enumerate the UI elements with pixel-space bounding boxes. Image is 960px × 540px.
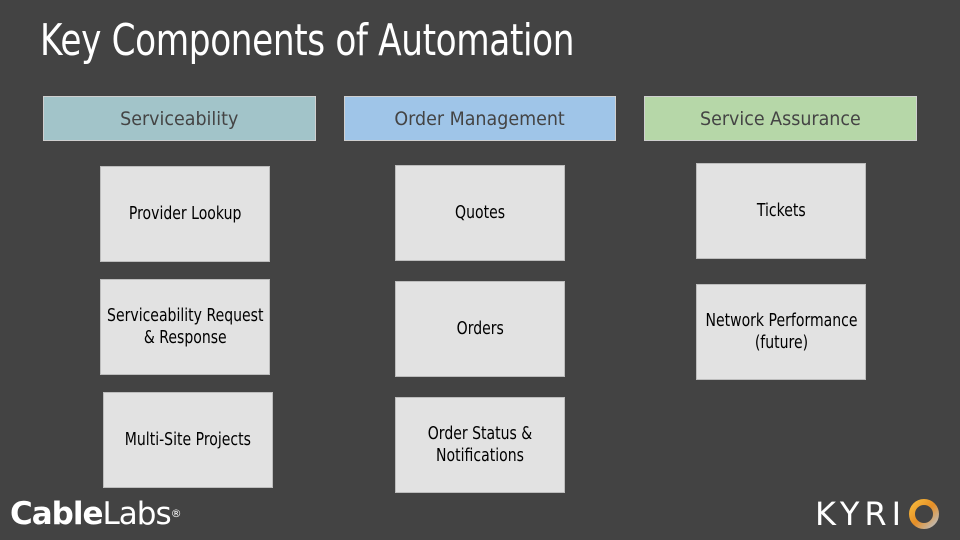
header-serviceability: Serviceability	[43, 96, 316, 141]
box-network-performance: Network Performance (future)	[696, 284, 866, 380]
header-order-management-label: Order Management	[394, 107, 566, 130]
box-order-status: Order Status & Notifications	[395, 397, 565, 493]
box-network-performance-label: Network Performance (future)	[704, 310, 858, 353]
ring-o-logo-icon	[909, 499, 940, 529]
cablelabs-logo-mark: ®	[170, 507, 182, 520]
box-orders: Orders	[395, 281, 565, 377]
kyrio-logo-word: KYRI	[815, 495, 907, 533]
header-order-management: Order Management	[344, 96, 616, 141]
box-multi-site-projects: Multi-Site Projects	[103, 392, 273, 488]
box-multi-site-projects-label: Multi-Site Projects	[124, 429, 252, 450]
box-provider-lookup: Provider Lookup	[100, 166, 270, 262]
header-service-assurance: Service Assurance	[644, 96, 917, 141]
cablelabs-logo-cable: Cable	[10, 496, 104, 532]
box-provider-lookup-label: Provider Lookup	[128, 203, 242, 224]
header-service-assurance-label: Service Assurance	[700, 107, 861, 130]
box-order-status-label: Order Status & Notifications	[427, 423, 533, 466]
cablelabs-logo: CableLabs®	[10, 494, 182, 534]
cablelabs-logo-labs: Labs	[102, 496, 172, 532]
box-quotes: Quotes	[395, 165, 565, 261]
box-serviceability-request-label: Serviceability Request & Response	[106, 305, 264, 348]
box-serviceability-request: Serviceability Request & Response	[100, 279, 270, 375]
box-orders-label: Orders	[456, 318, 504, 339]
header-serviceability-label: Serviceability	[120, 107, 239, 130]
page-title: Key Components of Automation	[40, 15, 575, 66]
kyrio-logo: KYRI	[815, 494, 940, 534]
box-tickets-label: Tickets	[756, 200, 806, 221]
box-tickets: Tickets	[696, 163, 866, 259]
box-quotes-label: Quotes	[454, 202, 505, 223]
